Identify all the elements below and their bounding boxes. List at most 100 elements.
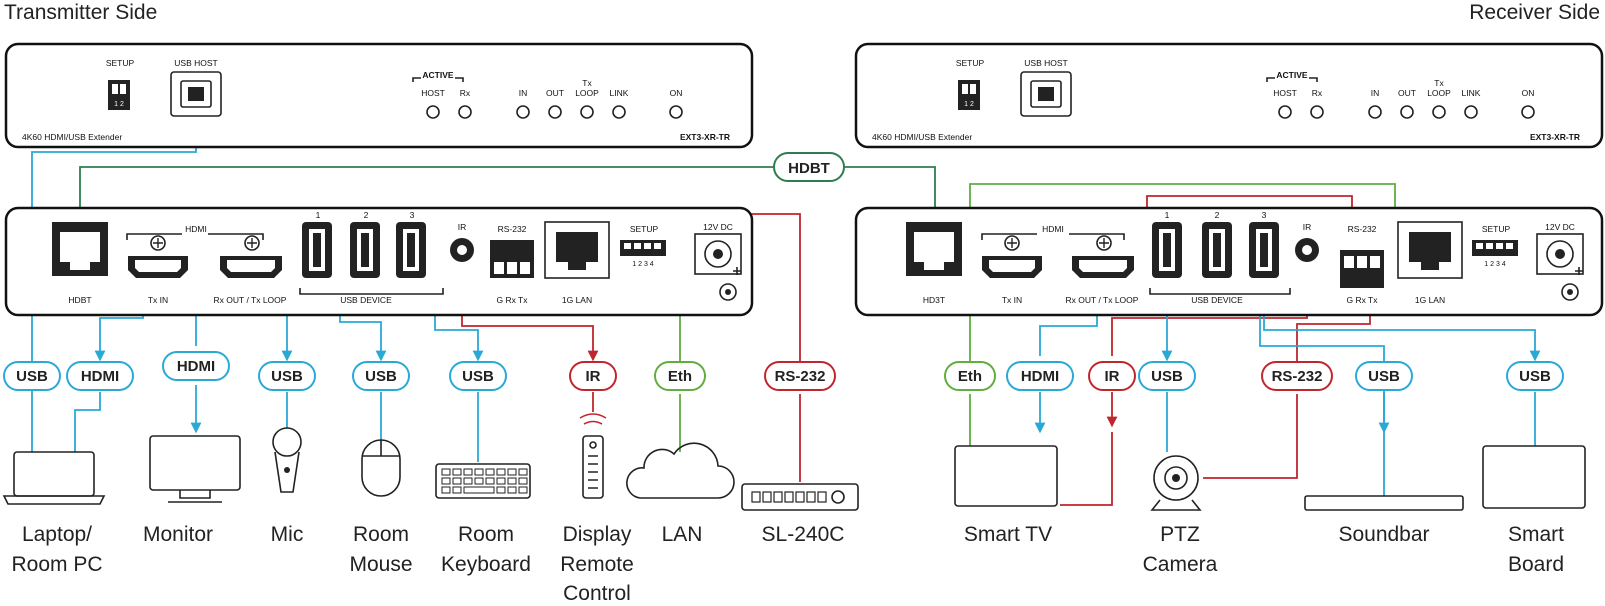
transmitter-front-panel: SETUP 1 2 USB HOST ACTIVE HOST Rx IN OUT… xyxy=(4,42,754,149)
keyboard-key xyxy=(507,468,517,476)
keyboard-key xyxy=(441,486,451,494)
keyboard-key xyxy=(452,477,462,485)
hdbt-port-icon[interactable] xyxy=(52,222,108,276)
device-label-mic: Mic xyxy=(271,523,304,546)
usb-host-label: USB HOST xyxy=(174,58,217,68)
usb-device-port-1-icon[interactable] xyxy=(1152,222,1182,278)
keyboard-key xyxy=(463,486,495,494)
svg-text:PTZ: PTZ xyxy=(1160,523,1200,546)
txloop-led-label-1: Tx xyxy=(582,78,592,88)
dip-switch-icon[interactable]: 1 2 xyxy=(958,80,980,110)
setup-label: SETUP xyxy=(106,58,135,68)
device-label-mouse: Room Mouse xyxy=(349,523,412,576)
usb-port-1-label: 1 xyxy=(316,210,321,220)
dc-port-label: 12V DC xyxy=(703,222,733,232)
svg-text:USB: USB xyxy=(462,368,494,385)
keyboard-key xyxy=(452,486,462,494)
out-led xyxy=(548,105,562,119)
device-label-ptz-camera: PTZ Camera xyxy=(1143,523,1218,576)
device-label-monitor: Monitor xyxy=(143,523,213,546)
tx-pill-eth-7: Eth xyxy=(654,361,706,391)
transmitter-rear-panel: HDBT HDMI Tx IN Rx OUT / Tx LOOP 1 2 3 xyxy=(4,206,754,317)
transmitter-side-title: Transmitter Side xyxy=(4,1,157,24)
on-led-label: ON xyxy=(670,88,683,98)
device-label-smart-board: Smart Board xyxy=(1508,523,1564,576)
usb-device-port-1-icon[interactable] xyxy=(302,222,332,278)
device-label-lan: LAN xyxy=(662,523,703,546)
host-led xyxy=(1278,105,1292,119)
svg-text:Laptop/: Laptop/ xyxy=(22,523,92,546)
rear-dip-switch-icon[interactable] xyxy=(1472,240,1518,256)
rear-dip-numbers: 1 2 3 4 xyxy=(1484,261,1506,268)
svg-text:Board: Board xyxy=(1508,553,1564,576)
lan-port-icon[interactable] xyxy=(544,221,610,279)
svg-text:USB: USB xyxy=(271,368,303,385)
keypad-button xyxy=(762,491,772,503)
dip-switch-icon[interactable]: 1 2 xyxy=(108,80,130,110)
active-label: ACTIVE xyxy=(1276,70,1308,80)
rs232-port-label: RS-232 xyxy=(1348,224,1377,234)
active-label: ACTIVE xyxy=(422,70,454,80)
usb-host-port-icon[interactable] xyxy=(170,71,222,117)
on-led xyxy=(1521,105,1535,119)
ir-port-icon[interactable] xyxy=(1295,238,1319,262)
usb-device-port-2-icon[interactable] xyxy=(1202,222,1232,278)
txloop-led-label-2: LOOP xyxy=(1427,88,1451,98)
svg-text:Room: Room xyxy=(353,523,409,546)
usb-device-port-3-icon[interactable] xyxy=(1249,222,1279,278)
hdbt-port-icon[interactable] xyxy=(906,222,962,276)
power-port-icon[interactable] xyxy=(694,233,742,275)
svg-text:RS-232: RS-232 xyxy=(1272,368,1323,385)
svg-text:Room: Room xyxy=(458,523,514,546)
rx-pill-hdmi-1: HDMI xyxy=(1006,361,1074,391)
hdmi-group-label: HDMI xyxy=(1042,224,1064,234)
receiver-side-title: Receiver Side xyxy=(1469,1,1600,24)
ir-port-icon[interactable] xyxy=(450,238,474,262)
svg-text:HDMI: HDMI xyxy=(177,358,215,375)
out-led-label: OUT xyxy=(546,88,564,98)
keyboard-key xyxy=(507,477,517,485)
rx-led xyxy=(458,105,472,119)
keyboard-key xyxy=(452,468,462,476)
svg-text:Smart TV: Smart TV xyxy=(964,523,1052,546)
hdmi-rx-out-port-icon[interactable] xyxy=(220,235,282,278)
tx-pill-hdmi-1: HDMI xyxy=(66,361,134,391)
keyboard-key xyxy=(507,486,517,494)
smart-board-icon xyxy=(1482,445,1586,509)
usb-device-port-3-icon[interactable] xyxy=(396,222,426,278)
rs232-terminal-icon[interactable] xyxy=(1340,250,1384,288)
hdmi-tx-in-port-icon[interactable] xyxy=(982,235,1042,278)
in-led xyxy=(1368,105,1382,119)
usb-port-2-label: 2 xyxy=(364,210,369,220)
svg-text:Smart: Smart xyxy=(1508,523,1564,546)
svg-text:Remote: Remote xyxy=(560,553,634,576)
ir-port-label: IR xyxy=(1303,222,1312,232)
svg-text:Monitor: Monitor xyxy=(143,523,213,546)
svg-text:IR: IR xyxy=(1105,368,1120,385)
keyboard-key xyxy=(496,477,506,485)
rear-dip-switch-icon[interactable] xyxy=(620,240,666,256)
usb-device-port-2-icon[interactable] xyxy=(350,222,380,278)
lan-port-icon[interactable] xyxy=(1397,221,1463,279)
device-label-keyboard: Room Keyboard xyxy=(441,523,531,576)
rear-setup-label: SETUP xyxy=(1482,224,1511,234)
host-led-label: HOST xyxy=(421,88,445,98)
usb-host-port-icon[interactable] xyxy=(1020,71,1072,117)
hdmi-rx-out-port-icon[interactable] xyxy=(1072,235,1134,278)
keyboard-key xyxy=(485,477,495,485)
tx-in-label: Tx IN xyxy=(148,295,168,305)
txloop-led-label-2: LOOP xyxy=(575,88,599,98)
svg-text:Eth: Eth xyxy=(958,368,982,385)
svg-text:Eth: Eth xyxy=(668,368,692,385)
power-port-icon[interactable] xyxy=(1536,233,1584,275)
hdmi-tx-in-port-icon[interactable] xyxy=(128,235,188,278)
svg-text:Mouse: Mouse xyxy=(349,553,412,576)
ground-icon xyxy=(719,267,741,301)
svg-text:LAN: LAN xyxy=(662,523,703,546)
rx-led-label: Rx xyxy=(460,88,471,98)
rs232-terminal-icon[interactable] xyxy=(490,240,534,278)
on-led-label: ON xyxy=(1522,88,1535,98)
model-name: EXT3-XR-TR xyxy=(1530,132,1580,142)
keyboard-key xyxy=(485,468,495,476)
rx-pill-rs-232-4: RS-232 xyxy=(1261,361,1333,391)
